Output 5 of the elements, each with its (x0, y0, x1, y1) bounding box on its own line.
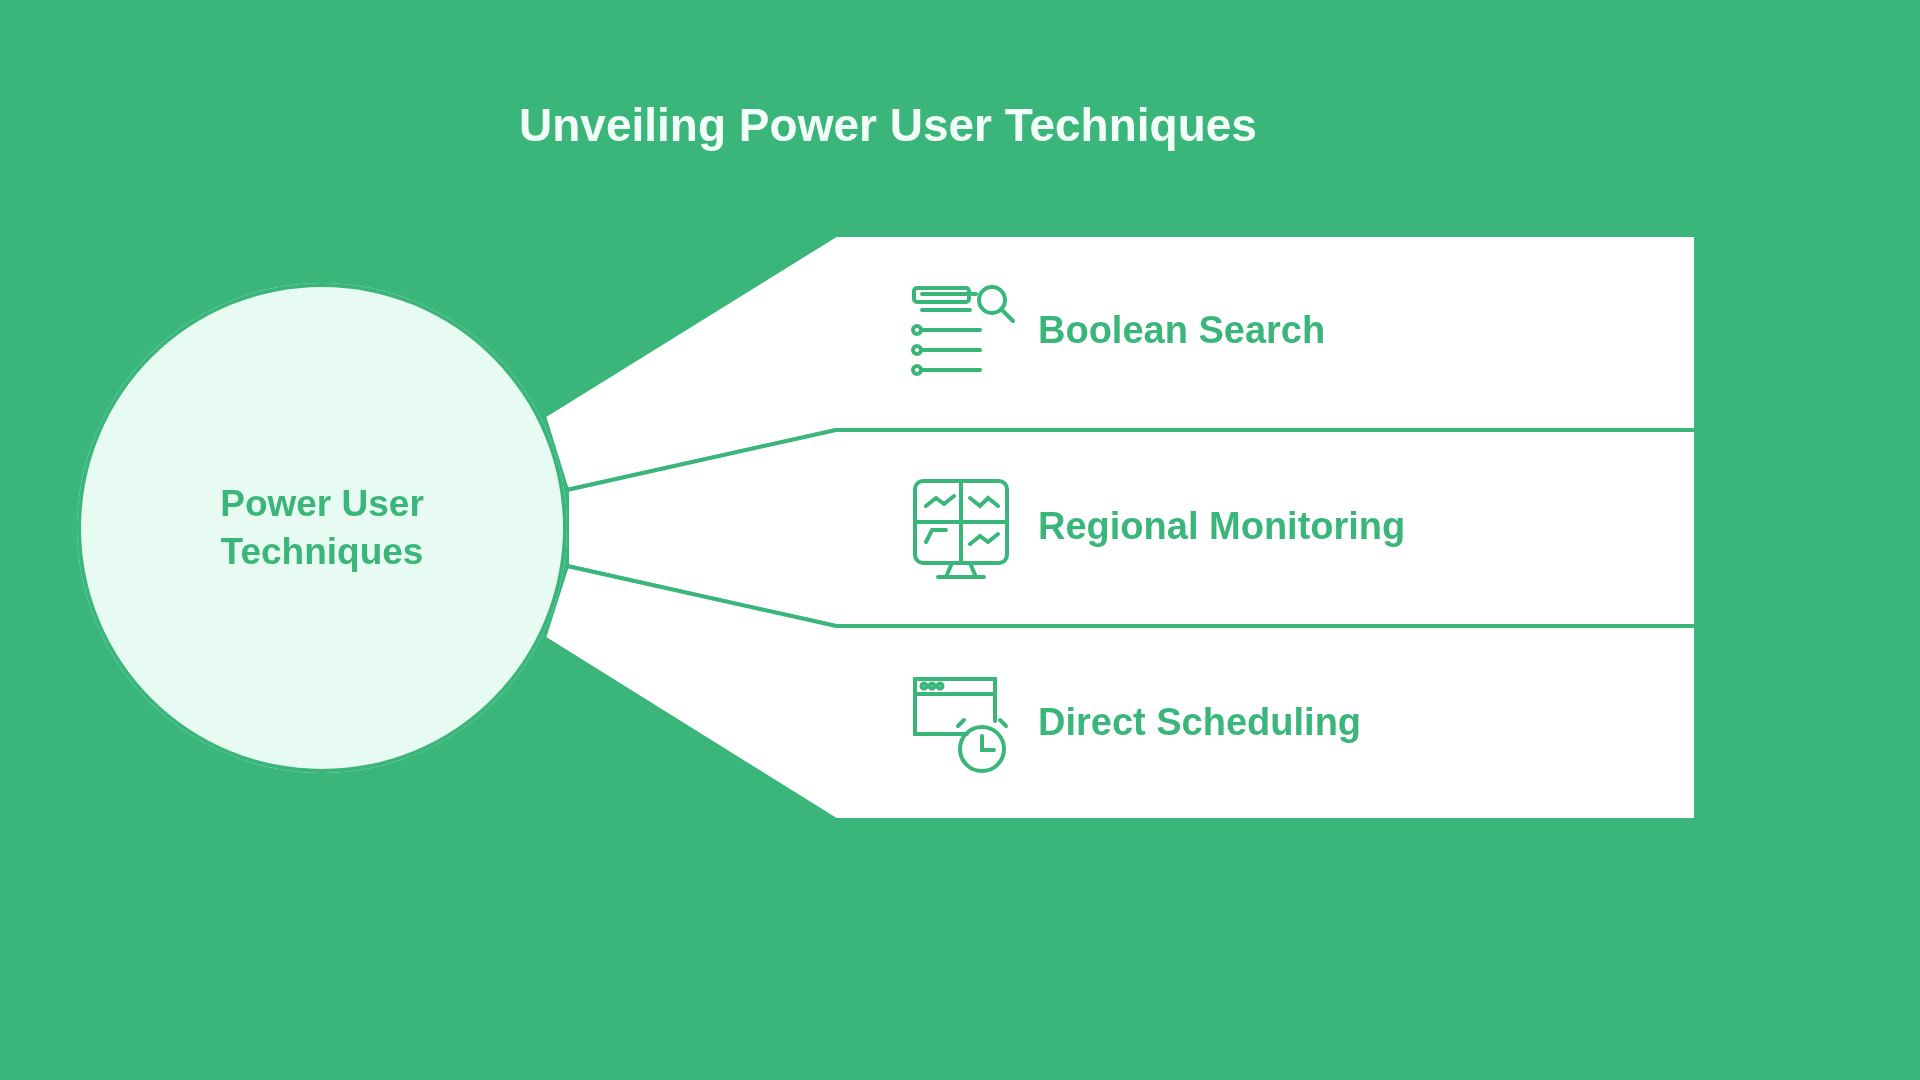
title: Unveiling Power User Techniques (518, 98, 1258, 152)
band-label: Direct Scheduling (1038, 701, 1362, 744)
band-label: Regional Monitoring (1038, 505, 1406, 548)
hub-label: Power User Techniques (219, 482, 425, 575)
band-label: Boolean Search (1038, 309, 1326, 352)
